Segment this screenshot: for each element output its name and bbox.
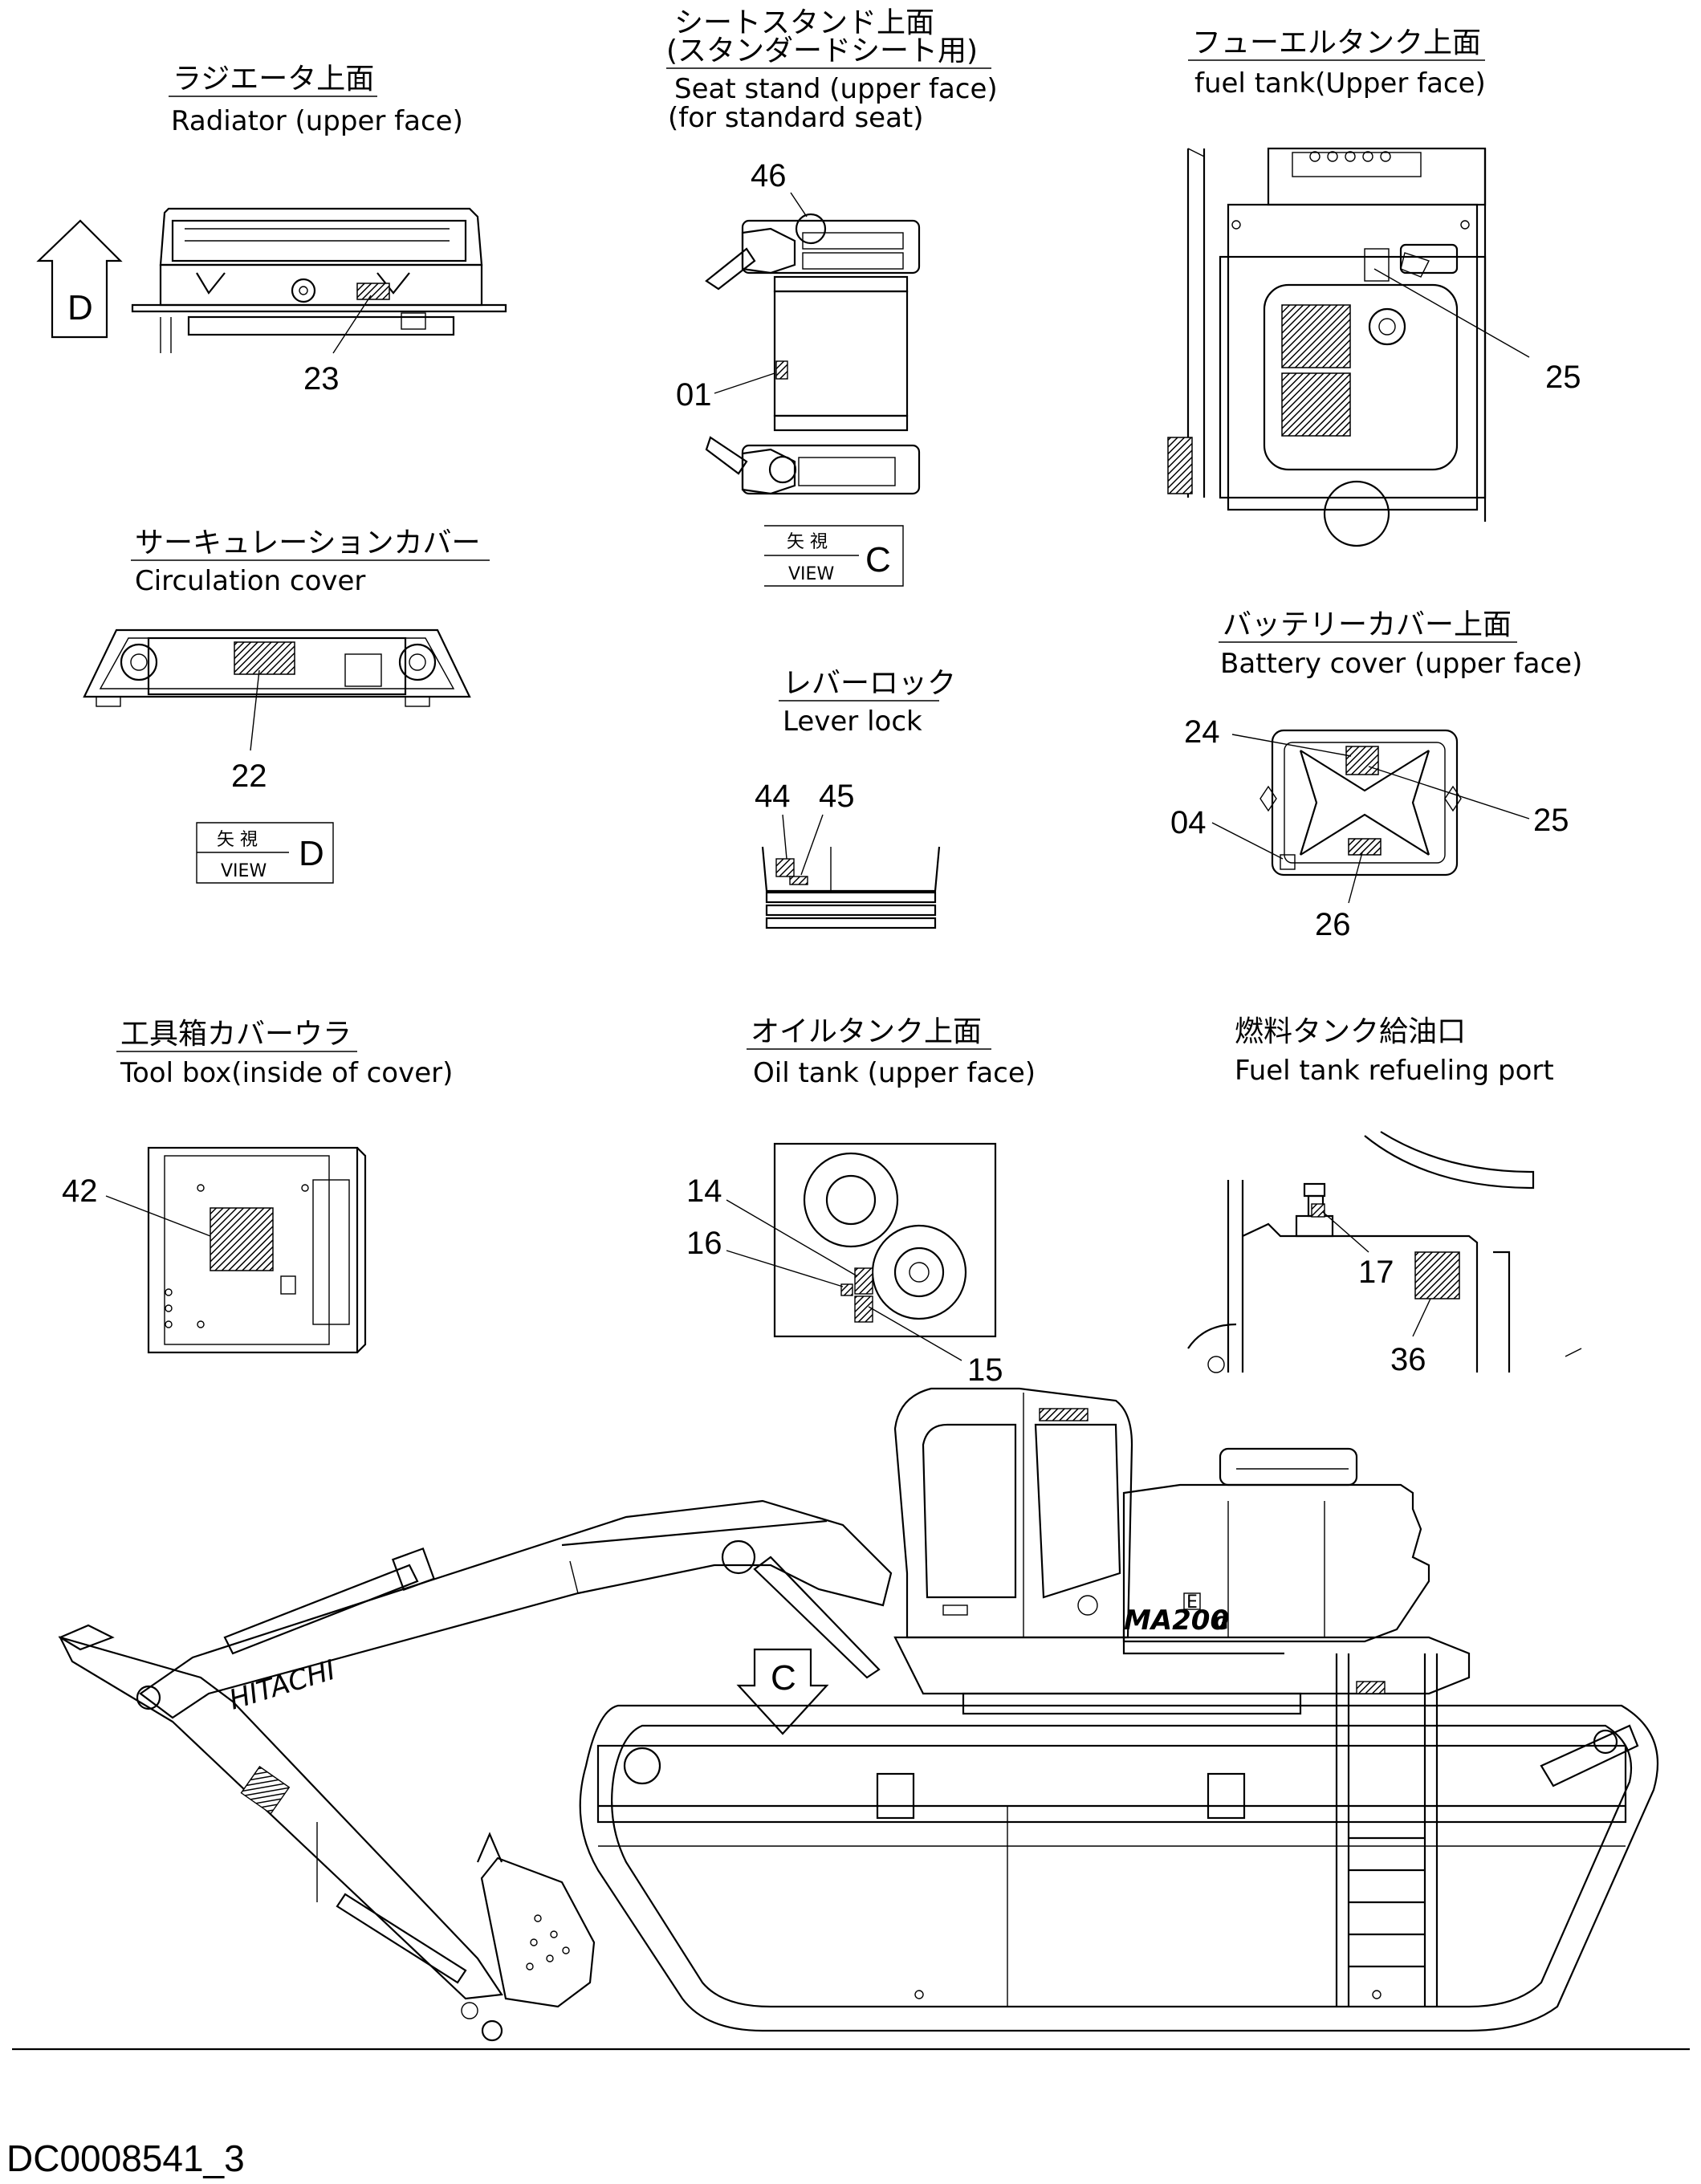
lever-lock-view: レバーロック Lever lock 44 45 — [755, 667, 956, 929]
part-25a: 25 — [1545, 360, 1581, 395]
view-c-letter: C — [865, 540, 891, 580]
oil-title-en: Oil tank (upper face) — [753, 1057, 1036, 1089]
view-d-en: VIEW — [221, 861, 267, 881]
part-23: 23 — [303, 361, 340, 397]
tool-box-drawing — [147, 1146, 367, 1354]
document-id: DC0008541_3 — [6, 2137, 245, 2179]
part-16: 16 — [686, 1226, 722, 1261]
model-text: MA200 — [1124, 1604, 1229, 1637]
leader-26 — [1348, 852, 1363, 904]
arrow-c-letter: C — [771, 1658, 796, 1698]
leader-44 — [782, 814, 787, 860]
part-26: 26 — [1315, 907, 1351, 942]
circ-title-jp: サーキュレーションカバー — [135, 527, 481, 559]
part-25b: 25 — [1533, 803, 1569, 838]
leader-25b — [1368, 766, 1530, 820]
leader-23 — [332, 295, 372, 354]
fuel-title-en: fuel tank(Upper face) — [1194, 67, 1486, 100]
cab — [893, 1387, 1133, 1639]
toolbox-title-en: Tool box(inside of cover) — [120, 1057, 453, 1089]
fuel-tank-view: フューエルタンク上面 fuel tank(Upper face) — [1167, 26, 1581, 547]
leader-45 — [800, 814, 824, 876]
fuel-port-drawing — [1187, 1131, 1582, 1373]
leader-24 — [1231, 734, 1352, 757]
circulation-drawing — [83, 628, 471, 707]
seat-title-jp: シートスタンド上面 — [674, 6, 934, 39]
part-46: 46 — [751, 158, 787, 193]
part-24: 24 — [1184, 714, 1220, 750]
seat-stand-drawing — [705, 213, 921, 495]
leader-14 — [726, 1199, 858, 1277]
radiator-drawing — [131, 207, 507, 353]
arm — [58, 1624, 503, 2000]
view-c-en: VIEW — [788, 564, 834, 584]
boom-brand: HITACHI — [226, 1654, 340, 1717]
battery-view: バッテリーカバー上面 Battery cover (upper face) 24… — [1170, 608, 1582, 942]
part-44: 44 — [755, 779, 791, 814]
seat-title-en: Seat stand (upper face) — [674, 73, 998, 105]
upper-structure: E MA200 G — [893, 1447, 1471, 1715]
part-17: 17 — [1358, 1255, 1394, 1290]
circulation-view: サーキュレーションカバー Circulation cover 22 矢 視 VI… — [83, 527, 490, 884]
radiator-view: ラジエータ上面 Radiator (upper face) D 23 — [36, 63, 507, 397]
part-36: 36 — [1390, 1342, 1426, 1377]
view-d-jp: 矢 視 — [217, 830, 258, 850]
toolbox-title-jp: 工具箱カバーウラ — [120, 1018, 352, 1051]
part-04: 04 — [1170, 805, 1207, 840]
badge-text: E — [1186, 1592, 1198, 1613]
circ-title-en: Circulation cover — [135, 565, 365, 597]
arm-cylinder — [223, 1547, 881, 1679]
view-box-c: 矢 視 VIEW C — [764, 525, 904, 587]
bucket — [461, 1832, 596, 2042]
leader-36 — [1412, 1298, 1431, 1337]
fuel-port-view: 燃料タンク給油口 Fuel tank refueling port 17 36 — [1187, 1015, 1582, 1377]
view-d-letter: D — [299, 834, 324, 873]
arrow-c: C — [736, 1648, 829, 1735]
seat-stand-view: シートスタンド上面 (スタンダードシート用) Seat stand (upper… — [666, 6, 998, 587]
part-22: 22 — [231, 759, 267, 794]
leader-16 — [726, 1250, 844, 1287]
oil-tank-view: オイルタンク上面 Oil tank (upper face) 14 16 15 — [686, 1015, 1036, 1388]
lever-title-en: Lever lock — [783, 706, 922, 738]
part-01: 01 — [676, 377, 712, 413]
leader-15 — [868, 1306, 962, 1361]
arrow-d-letter: D — [67, 288, 93, 327]
radiator-title-en: Radiator (upper face) — [171, 105, 463, 137]
port-title-jp: 燃料タンク給油口 — [1235, 1015, 1466, 1048]
tool-box-view: 工具箱カバーウラ Tool box(inside of cover) 42 — [62, 1018, 453, 1354]
battery-title-jp: バッテリーカバー上面 — [1223, 608, 1512, 641]
fuel-tank-drawing — [1167, 147, 1487, 547]
leader-04 — [1211, 822, 1284, 860]
model-suffix: G — [1214, 1614, 1228, 1634]
part-15: 15 — [967, 1352, 1003, 1388]
leader-22 — [250, 669, 260, 751]
leader-17 — [1322, 1211, 1369, 1253]
part-45: 45 — [819, 779, 855, 814]
part-42: 42 — [62, 1173, 98, 1209]
leader-42 — [105, 1195, 211, 1237]
radiator-title-jp: ラジエータ上面 — [173, 63, 374, 96]
leader-01 — [714, 372, 775, 394]
track-pontoon — [579, 1704, 1659, 2032]
port-title-en: Fuel tank refueling port — [1235, 1055, 1554, 1087]
leader-25a — [1373, 268, 1530, 358]
part-14: 14 — [686, 1173, 722, 1209]
lever-lock-drawing — [761, 846, 941, 929]
fuel-title-jp: フューエルタンク上面 — [1192, 26, 1481, 59]
oil-tank-drawing — [773, 1142, 997, 1338]
view-c-jp: 矢 視 — [787, 532, 828, 552]
ladder — [1335, 1653, 1439, 2007]
seat-title-jp2: (スタンダードシート用) — [666, 35, 978, 67]
view-box-d: 矢 視 VIEW D — [196, 822, 334, 884]
seat-title-en2: (for standard seat) — [668, 102, 924, 134]
battery-title-en: Battery cover (upper face) — [1220, 648, 1582, 680]
arrow-d: D — [36, 219, 123, 339]
battery-drawing — [1259, 729, 1462, 876]
excavator-side-view: E MA200 G HITACHI — [12, 1387, 1690, 2051]
lever-title-jp: レバーロック — [783, 667, 956, 700]
oil-title-jp: オイルタンク上面 — [751, 1015, 982, 1048]
